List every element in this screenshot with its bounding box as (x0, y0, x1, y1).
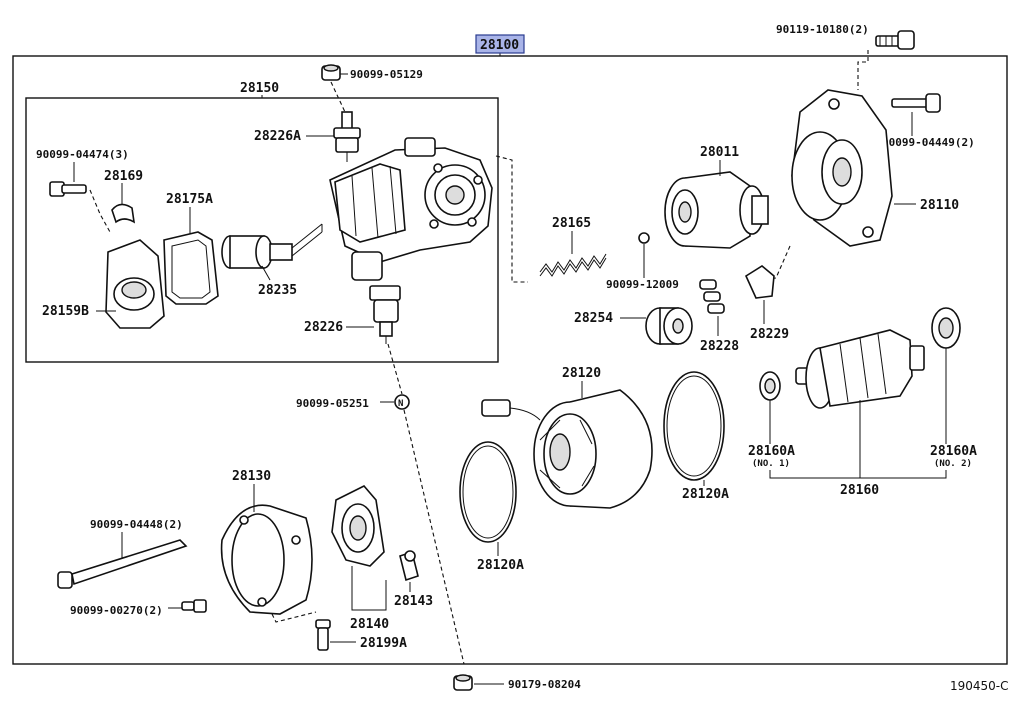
label-90119-10180[interactable]: 90119-10180(2) (776, 23, 869, 36)
label-28143[interactable]: 28143 (394, 594, 433, 609)
ball-90099-12009 (638, 232, 650, 244)
label-28235[interactable]: 28235 (258, 283, 297, 298)
screw-90099-00270 (181, 599, 207, 613)
label-28226[interactable]: 28226 (304, 320, 343, 335)
label-28159B[interactable]: 28159B (42, 304, 89, 319)
yoke-28120 (481, 389, 653, 509)
terminal-28226 (369, 285, 401, 344)
label-28228[interactable]: 28228 (700, 339, 739, 354)
label-28199A[interactable]: 28199A (360, 636, 407, 651)
svg-text:28100: 28100 (480, 38, 519, 53)
gear-28254 (645, 307, 693, 345)
retainer-28229 (744, 265, 775, 299)
label-90099-04474[interactable]: 90099-04474(3) (36, 148, 129, 161)
assembly-label-28100[interactable]: 28100 (475, 34, 525, 54)
gasket-28175A (163, 231, 219, 305)
nut-90099-05251 (394, 394, 410, 410)
brush-holder-28140 (331, 485, 385, 567)
label-28160A-no2[interactable]: 28160A (930, 444, 977, 459)
terminal-28226A (333, 111, 361, 162)
label-90099-04449[interactable]: 90099-04449(2) (882, 136, 975, 149)
label-28229[interactable]: 28229 (750, 327, 789, 342)
nut-90099-05129 (321, 64, 341, 81)
label-28160A-no1[interactable]: 28160A (748, 444, 795, 459)
label-28254[interactable]: 28254 (574, 311, 613, 326)
plunger-28235 (221, 223, 323, 269)
clip-28169 (111, 203, 136, 224)
label-28165[interactable]: 28165 (552, 216, 591, 231)
label-28120A-left[interactable]: 28120A (477, 558, 524, 573)
label-90179-08204[interactable]: 90179-08204 (508, 678, 581, 691)
end-frame-28130 (220, 504, 313, 615)
bolt-90099-04449 (891, 93, 941, 113)
label-90099-05129[interactable]: 90099-05129 (350, 68, 423, 81)
label-28011[interactable]: 28011 (700, 145, 739, 160)
o-ring-28120A-right (663, 371, 725, 481)
clutch-28011 (664, 171, 769, 249)
bearing-28160A-no2 (931, 307, 961, 349)
label-28169[interactable]: 28169 (104, 169, 143, 184)
bolt-90099-04474 (49, 181, 87, 197)
diagram-code: 190450-C (950, 679, 1009, 693)
bolt-90119-10180 (875, 30, 915, 50)
assembly-frame (12, 55, 1008, 665)
bearing-28160A-no1 (759, 371, 781, 401)
cover-28159B (105, 239, 165, 329)
label-90099-00270[interactable]: 90099-00270(2) (70, 604, 163, 617)
label-28110[interactable]: 28110 (920, 198, 959, 213)
nut-90179-08204 (453, 674, 473, 691)
housing-28110 (791, 89, 893, 247)
label-28226A[interactable]: 28226A (254, 129, 301, 144)
label-28175A[interactable]: 28175A (166, 192, 213, 207)
brush-28143 (399, 550, 419, 582)
label-90099-04448[interactable]: 90099-04448(2) (90, 518, 183, 531)
o-ring-28120A-left (459, 441, 517, 543)
label-28160[interactable]: 28160 (840, 483, 879, 498)
label-28150[interactable]: 28150 (240, 81, 279, 96)
solenoid-housing (329, 137, 493, 281)
armature-28160 (795, 329, 925, 409)
label-28120A-right[interactable]: 28120A (682, 487, 729, 502)
plug-28199A (315, 619, 331, 651)
label-28130[interactable]: 28130 (232, 469, 271, 484)
label-no1[interactable]: (NO. 1) (752, 459, 790, 469)
through-bolt-90099-04448 (57, 539, 188, 589)
svg-text:N: N (398, 399, 403, 409)
rollers-28228 (699, 279, 725, 314)
label-90099-12009[interactable]: 90099-12009 (606, 278, 679, 291)
label-no2[interactable]: (NO. 2) (934, 459, 972, 469)
label-90099-05251[interactable]: 90099-05251 (296, 397, 369, 410)
label-28140[interactable]: 28140 (350, 617, 389, 632)
spring-28165 (539, 253, 607, 277)
label-28120[interactable]: 28120 (562, 366, 601, 381)
